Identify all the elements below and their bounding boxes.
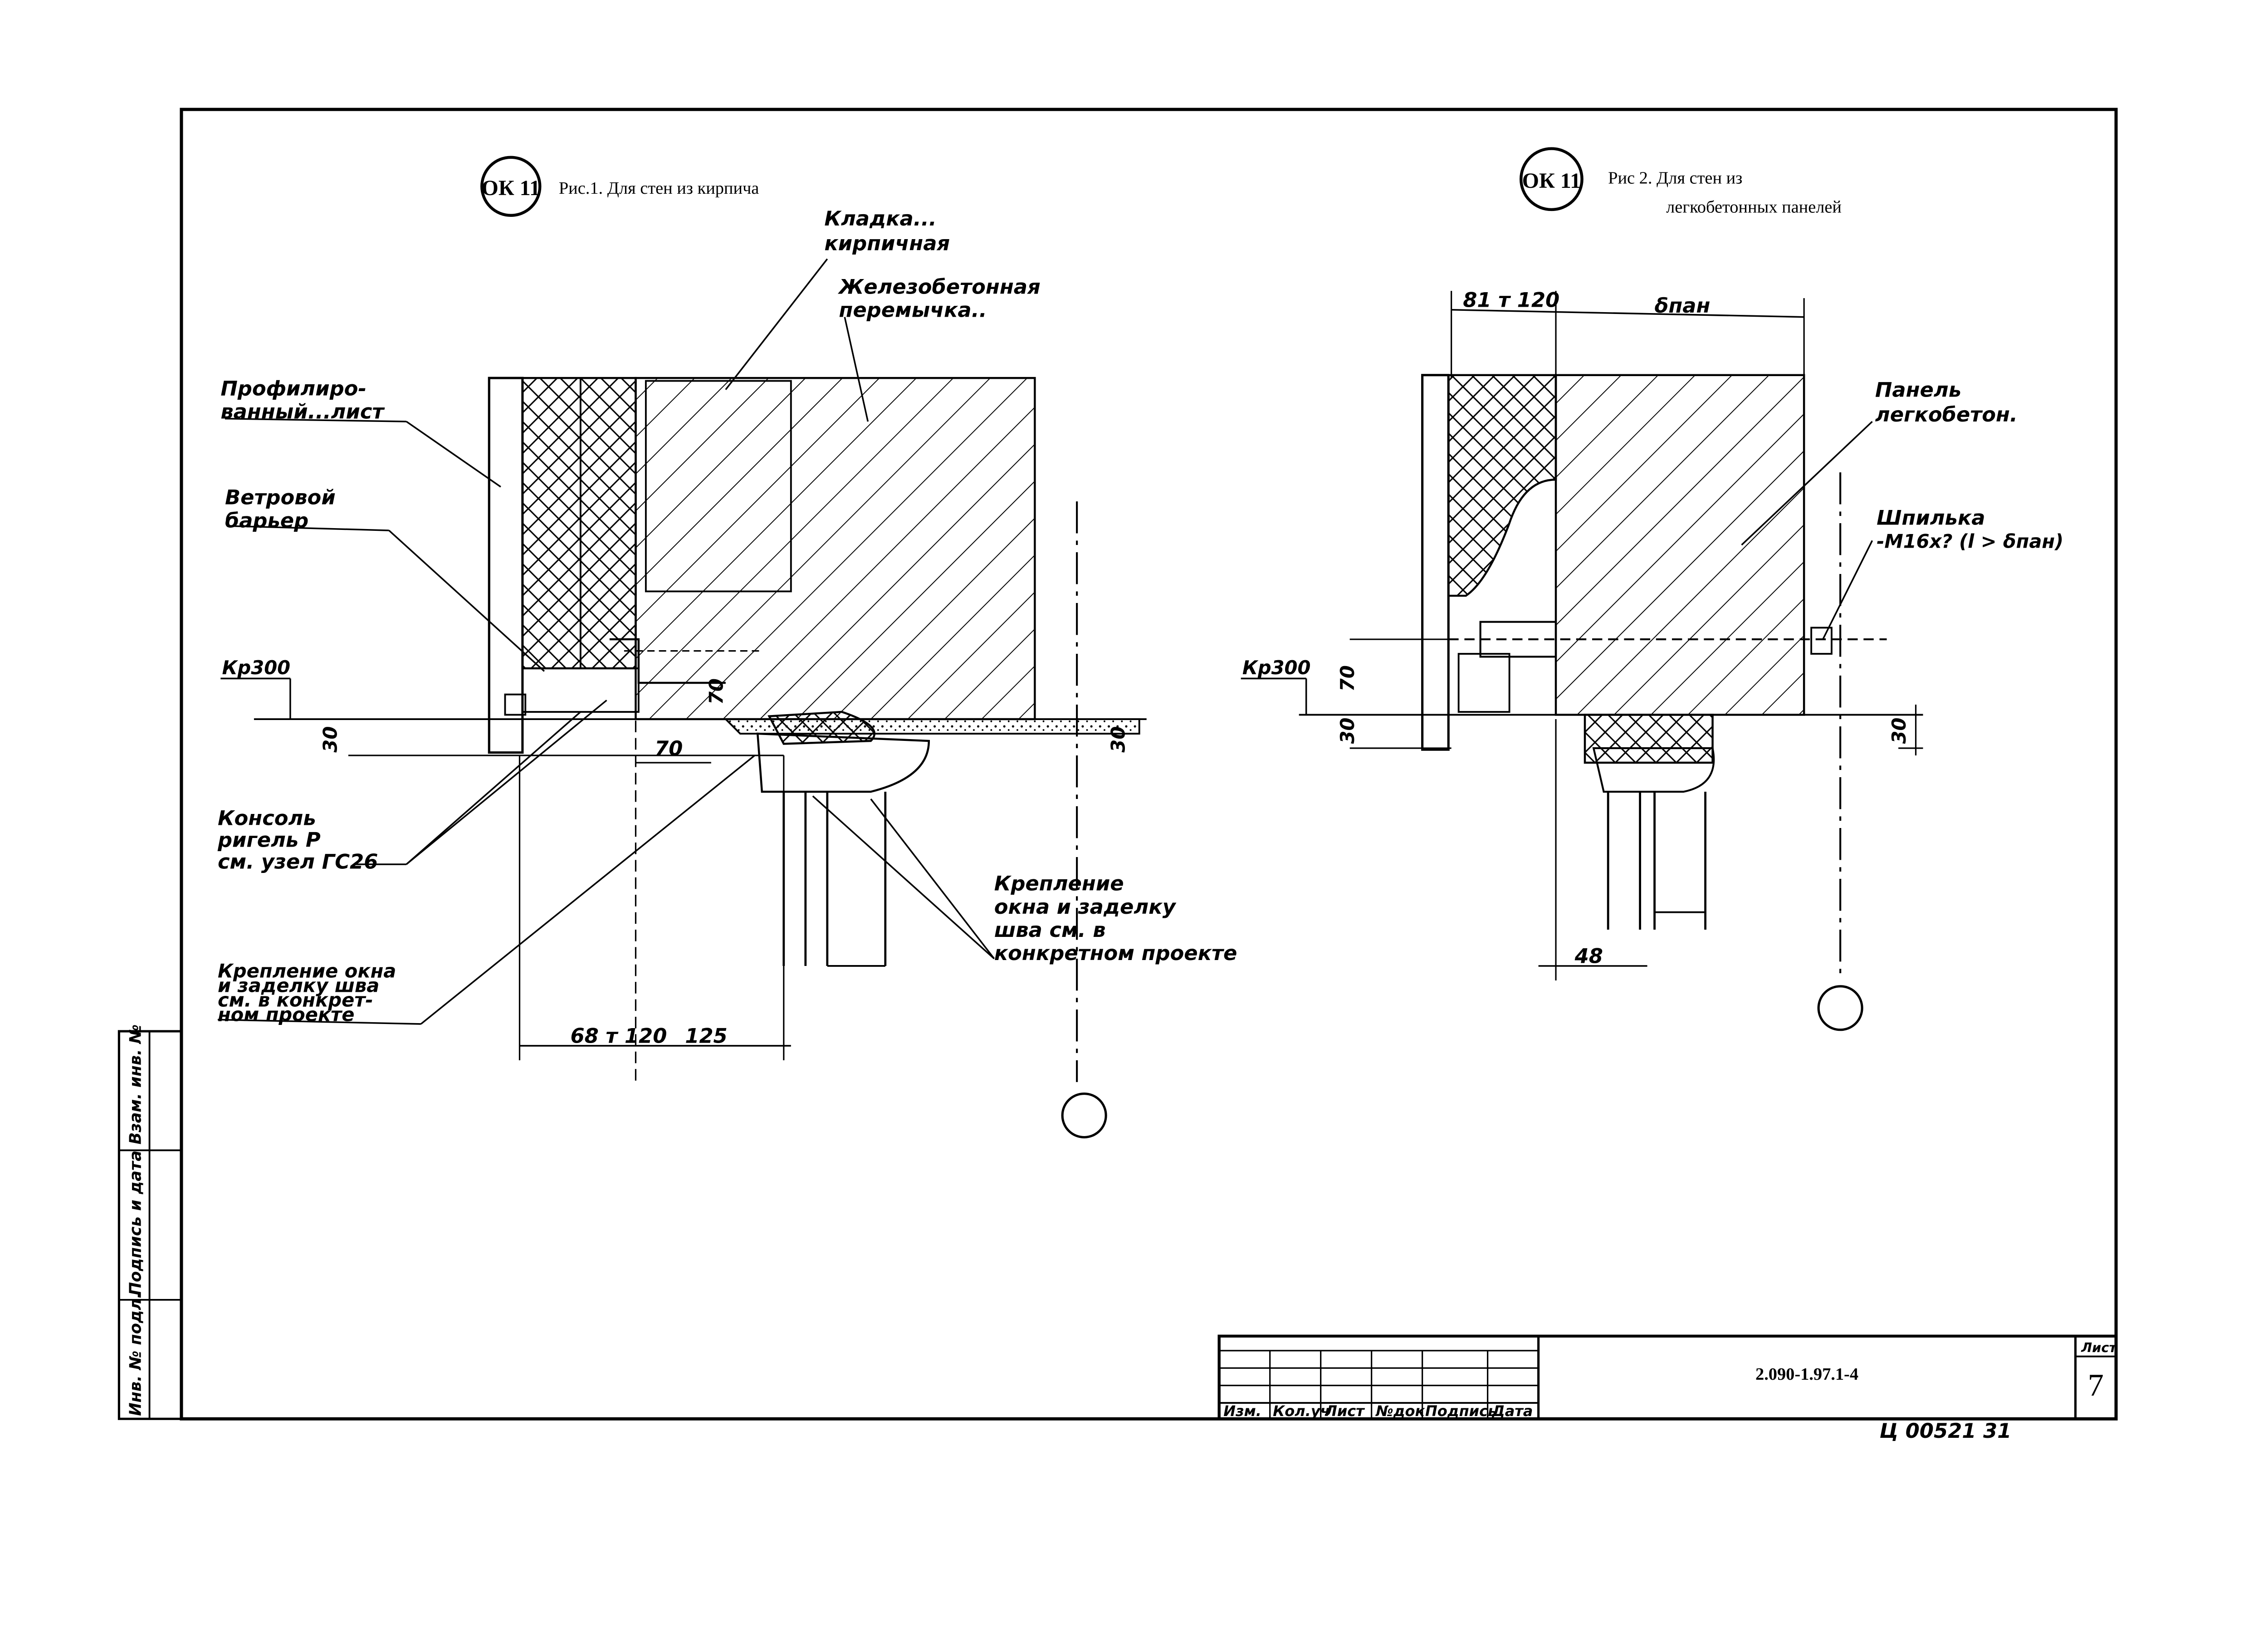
- fig1-label-fix-r-4: конкретном проекте: [994, 941, 1237, 965]
- title-block: Изм. Кол.уч Лист №док Подпись Дата 2.090…: [1217, 1334, 2117, 1443]
- figure-2: ОК 11 Рис 2. Для стен из легкобетонных п…: [1241, 147, 2063, 1031]
- fig2-dim-30: 30: [1336, 718, 1359, 744]
- stamp-sheet-label: Лист: [2081, 1340, 2117, 1355]
- fig2-label-panel-2: легкобетон.: [1875, 402, 2018, 426]
- fig1-dim-30-right: 30: [1107, 726, 1129, 753]
- fig1-dim-30: 30: [319, 726, 341, 753]
- fig1-label-brick-2: кирпичная: [824, 231, 950, 255]
- fig2-axis-bubble: [1817, 985, 1863, 1031]
- strip-replace-inv: Взам. инв. №: [126, 1024, 145, 1145]
- fig1-label-console-2: ригель Р: [217, 828, 321, 852]
- fig1-label-fix-l-3: см. в конкрет-: [218, 989, 373, 1011]
- fig2-dim-48: 48: [1574, 944, 1603, 968]
- fig1-label-lintel-1: Железобетонная: [837, 275, 1040, 299]
- fig2-label-stud-2: -М16х? (l > δпан): [1877, 530, 2063, 552]
- stamp-designation: 2.090-1.97.1-4: [1755, 1365, 1858, 1384]
- fig2-caption-1: Рис 2. Для стен из: [1608, 168, 1742, 187]
- sheet-frame: [180, 108, 2118, 1421]
- fig1-label-wind-1: Ветровой: [225, 485, 336, 509]
- fig1-marker-circle: [480, 156, 542, 217]
- stamp-col-ndoc: №док: [1375, 1402, 1425, 1420]
- stamp-col-sign: Подпись: [1425, 1402, 1497, 1420]
- fig2-marker-label: ОК 11: [1522, 169, 1581, 193]
- figure-1: ОК 11 Рис.1. Для стен из кирпича: [217, 156, 1237, 1139]
- fig1-label-lintel-2: перемычка..: [839, 298, 987, 322]
- stamp-col-kol: Кол.уч: [1273, 1402, 1330, 1420]
- fig1-label-fix-r-3: шва см. в: [994, 918, 1106, 942]
- fig1-dim-68-120: 68 т 120: [570, 1024, 667, 1048]
- left-binding-strip: Инв. № подл. Подпись и дата Взам. инв. №: [117, 1024, 183, 1420]
- fig2-caption-2: легкобетонных панелей: [1666, 197, 1842, 216]
- stamp-col-izm: Изм.: [1223, 1402, 1261, 1420]
- fig1-marker-label: ОК 11: [482, 176, 540, 200]
- fig1-label-elevation: Кр300: [222, 657, 291, 679]
- stamp-col-date: Дата: [1491, 1402, 1533, 1420]
- stamp-below-code: Ц 00521 31: [1880, 1419, 2012, 1443]
- fig1-dim-70-v: 70: [705, 678, 727, 705]
- fig2-label-panel-1: Панель: [1875, 378, 1961, 402]
- fig2-dim-70: 70: [1336, 665, 1359, 691]
- fig2-dim-81-120: 81 т 120: [1463, 288, 1559, 312]
- fig1-label-fix-r-1: Крепление: [994, 872, 1124, 896]
- fig2-dim-pan: δпан: [1655, 294, 1711, 318]
- fig1-label-console-1: Консоль: [218, 806, 316, 830]
- fig1-label-console-3: см. узел ГС26: [218, 850, 378, 874]
- fig1-caption: Рис.1. Для стен из кирпича: [559, 179, 759, 198]
- stamp-columns: Изм. Кол.уч Лист №док Подпись Дата: [1223, 1402, 1533, 1420]
- fig1-label-fix-l-2: и заделку шва: [218, 975, 379, 997]
- strip-inv-orig: Инв. № подл.: [126, 1293, 145, 1416]
- fig2-marker-circle: [1519, 147, 1584, 211]
- fig2-label-stud-1: Шпилька: [1877, 505, 1985, 529]
- fig1-dim-125: 125: [685, 1024, 727, 1048]
- fig1-axis-bubble: [1061, 1092, 1107, 1139]
- fig1-label-brick-1: Кладка...: [824, 206, 936, 230]
- stamp-col-list: Лист: [1325, 1402, 1365, 1420]
- fig1-label-fix-r-2: окна и заделку: [994, 895, 1177, 919]
- strip-sign-date: Подпись и дата: [126, 1151, 145, 1296]
- fig2-dim-30-right: 30: [1888, 718, 1910, 744]
- fig1-label-fix-l-1: Крепление окна: [218, 960, 396, 982]
- fig2-label-elevation: Кр300: [1242, 657, 1311, 679]
- stamp-sheet-number: 7: [2088, 1367, 2104, 1403]
- fig1-label-fix-l-4: ном проекте: [218, 1004, 355, 1026]
- fig1-dim-70-h: 70: [655, 736, 683, 760]
- fig1-label-profiled-1: Профилиро-: [220, 377, 367, 401]
- fig1-label-wind-2: барьер: [225, 509, 308, 533]
- fig1-label-profiled-2: ванный...лист: [220, 400, 385, 424]
